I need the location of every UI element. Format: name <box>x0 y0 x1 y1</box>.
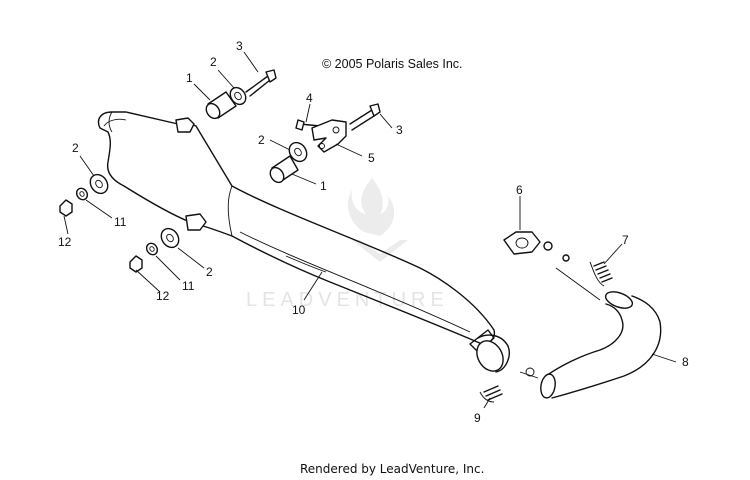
part-10-muffler <box>97 111 510 373</box>
part-2-washer-upper <box>229 86 247 106</box>
part-11-washer-left <box>75 187 89 201</box>
part-3-bolt-upper <box>245 69 277 97</box>
part-2-washer-middle <box>288 141 308 163</box>
callout-4: 4 <box>306 91 313 105</box>
callout-2-upper: 2 <box>210 55 217 69</box>
part-3-bolt-middle <box>349 103 381 131</box>
part-5-bracket <box>311 119 347 153</box>
callout-12-left: 12 <box>58 235 72 249</box>
part-1-bushing-middle <box>269 155 299 184</box>
watermark-text: LEADVENTURE <box>246 289 449 311</box>
part-6-flange <box>503 231 570 262</box>
callout-1-middle: 1 <box>320 179 327 193</box>
part-2-washer-left <box>89 173 109 195</box>
footer-credit: Rendered by LeadVenture, Inc. <box>300 462 485 476</box>
callout-5: 5 <box>368 151 375 165</box>
leadventure-watermark: LEADVENTURE <box>246 178 449 311</box>
part-2-washer-lower <box>160 227 180 249</box>
part-7-spring <box>589 261 613 287</box>
callout-12-lower: 12 <box>156 289 170 303</box>
part-12-nut-lower <box>129 255 143 273</box>
callout-labels: 3 2 1 4 3 2 5 1 2 11 12 6 7 2 11 12 10 8… <box>58 39 689 425</box>
callout-11-lower: 11 <box>182 279 195 293</box>
callout-1-upper: 1 <box>186 71 193 85</box>
leader-lines <box>63 51 677 409</box>
callout-2-middle: 2 <box>258 133 265 147</box>
part-8-head-pipe <box>519 267 662 399</box>
callout-7: 7 <box>622 233 629 247</box>
callout-3-middle: 3 <box>396 123 403 137</box>
callout-10: 10 <box>292 303 306 317</box>
part-1-bushing-upper <box>205 91 237 120</box>
copyright-text: © 2005 Polaris Sales Inc. <box>322 57 463 71</box>
callout-2-lower: 2 <box>206 265 213 279</box>
callout-6: 6 <box>516 183 523 197</box>
part-12-nut-left <box>59 199 73 217</box>
callout-11-left: 11 <box>114 215 127 229</box>
callout-9: 9 <box>474 411 481 425</box>
part-9-spring <box>479 385 503 403</box>
callout-2-left: 2 <box>72 141 79 155</box>
callout-8: 8 <box>682 355 689 369</box>
part-11-washer-lower <box>145 242 159 256</box>
callout-3-upper: 3 <box>236 39 243 53</box>
